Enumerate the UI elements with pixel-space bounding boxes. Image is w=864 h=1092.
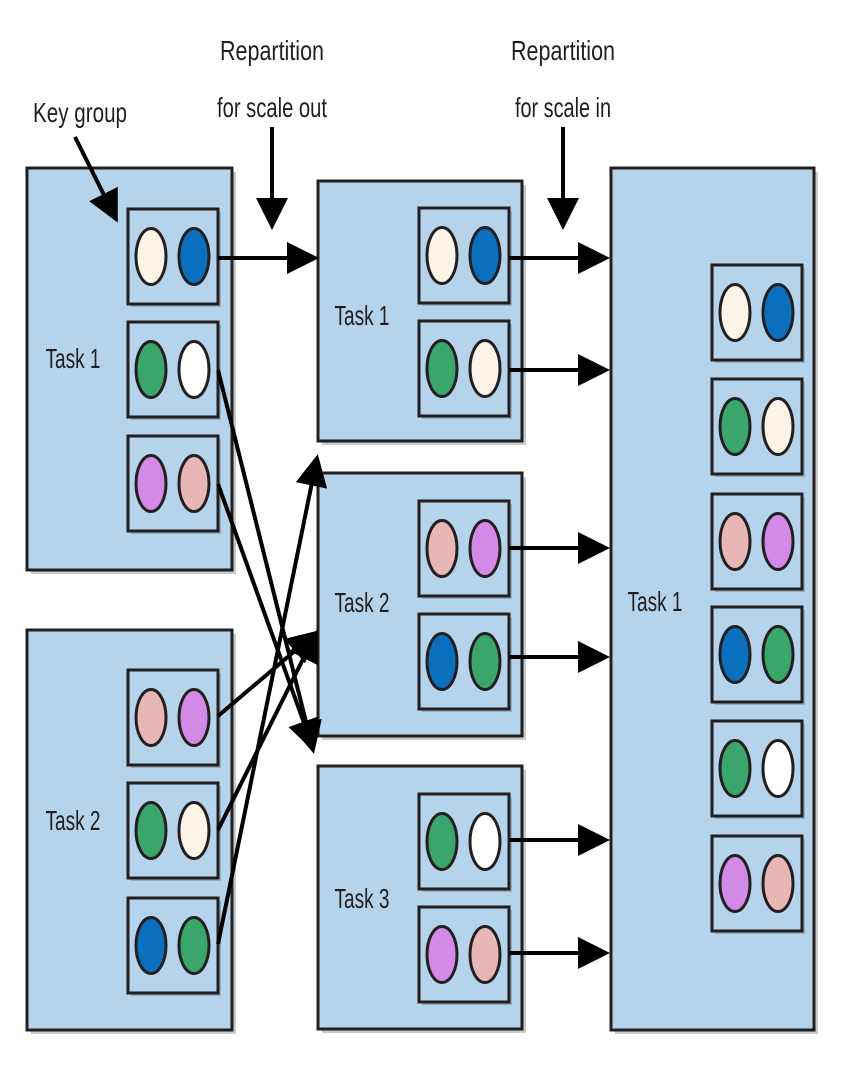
key-group (126, 207, 221, 307)
key-green (425, 812, 459, 871)
scale-out-label-line2: for scale out (217, 92, 327, 123)
key-group (710, 834, 805, 934)
key-purple (177, 688, 211, 747)
key-cream (761, 397, 795, 456)
key-blue (718, 625, 752, 684)
key-group (417, 319, 512, 419)
key-cream (718, 283, 752, 342)
key-pink (425, 519, 459, 578)
key-purple (761, 512, 795, 571)
key-group (417, 612, 512, 712)
key-blue (134, 916, 168, 975)
key-cream (177, 801, 211, 860)
key-group (126, 434, 221, 534)
key-pink (718, 512, 752, 571)
task-box-b2: Task 2 (316, 471, 526, 740)
key-white (177, 340, 211, 399)
arrow-a2g3-to-b1 (216, 454, 328, 945)
key-group (126, 320, 221, 420)
key-green (134, 801, 168, 860)
key-pink (761, 854, 795, 913)
task-label: Task 1 (335, 300, 390, 331)
scale-out-label-line1: Repartition (220, 35, 324, 66)
key-group (710, 377, 805, 477)
key-purple (718, 854, 752, 913)
key-green (761, 625, 795, 684)
key-green (468, 632, 502, 691)
key-group (126, 668, 221, 768)
key-group-pointer-arrow (73, 136, 118, 223)
key-green (718, 397, 752, 456)
task-label: Task 2 (335, 587, 390, 618)
key-green (134, 340, 168, 399)
scale-in-label-line2: for scale in (515, 92, 611, 123)
key-cream (468, 339, 502, 398)
scale-in-label-line1: Repartition (511, 35, 615, 66)
arrow-a2g2-to-b2 (216, 629, 318, 831)
key-group (417, 499, 512, 599)
key-blue (177, 227, 211, 286)
task-box-a2: Task 2 (25, 628, 236, 1034)
task-label: Task 1 (628, 586, 683, 617)
key-purple (468, 519, 502, 578)
task-label: Task 3 (335, 883, 390, 914)
key-group (710, 719, 805, 819)
arrow-a1g3-to-b3 (216, 483, 319, 752)
key-group (126, 896, 221, 996)
key-group (710, 263, 805, 363)
key-green (718, 739, 752, 798)
arrow-a1g2-to-b3 (216, 369, 322, 754)
key-group (417, 905, 512, 1005)
arrows-layer (73, 127, 610, 969)
task-label: Task 2 (46, 805, 101, 836)
key-purple (134, 454, 168, 513)
key-group (126, 781, 221, 881)
tasks-layer: Task 1 Task 2 Task 1 Task 2 Task 3 Task 1 (25, 166, 818, 1034)
task-label: Task 1 (46, 343, 101, 374)
key-cream (134, 227, 168, 286)
task-box-c1: Task 1 (609, 166, 818, 1034)
key-blue (425, 632, 459, 691)
key-white (468, 812, 502, 871)
key-pink (468, 925, 502, 984)
key-group (417, 792, 512, 892)
key-purple (425, 925, 459, 984)
key-group-label: Key group (33, 97, 127, 128)
task-box-b3: Task 3 (316, 764, 526, 1033)
key-green (177, 916, 211, 975)
key-pink (134, 688, 168, 747)
key-group (710, 492, 805, 592)
key-blue (468, 226, 502, 285)
key-group (417, 206, 512, 306)
key-pink (177, 454, 211, 513)
task-box-b1: Task 1 (316, 179, 526, 445)
key-blue (761, 283, 795, 342)
key-green (425, 339, 459, 398)
key-white (761, 739, 795, 798)
task-box-a1: Task 1 (25, 166, 236, 574)
labels-layer: Key group Repartition for scale out Repa… (33, 35, 615, 128)
key-cream (425, 226, 459, 285)
key-group (710, 605, 805, 705)
